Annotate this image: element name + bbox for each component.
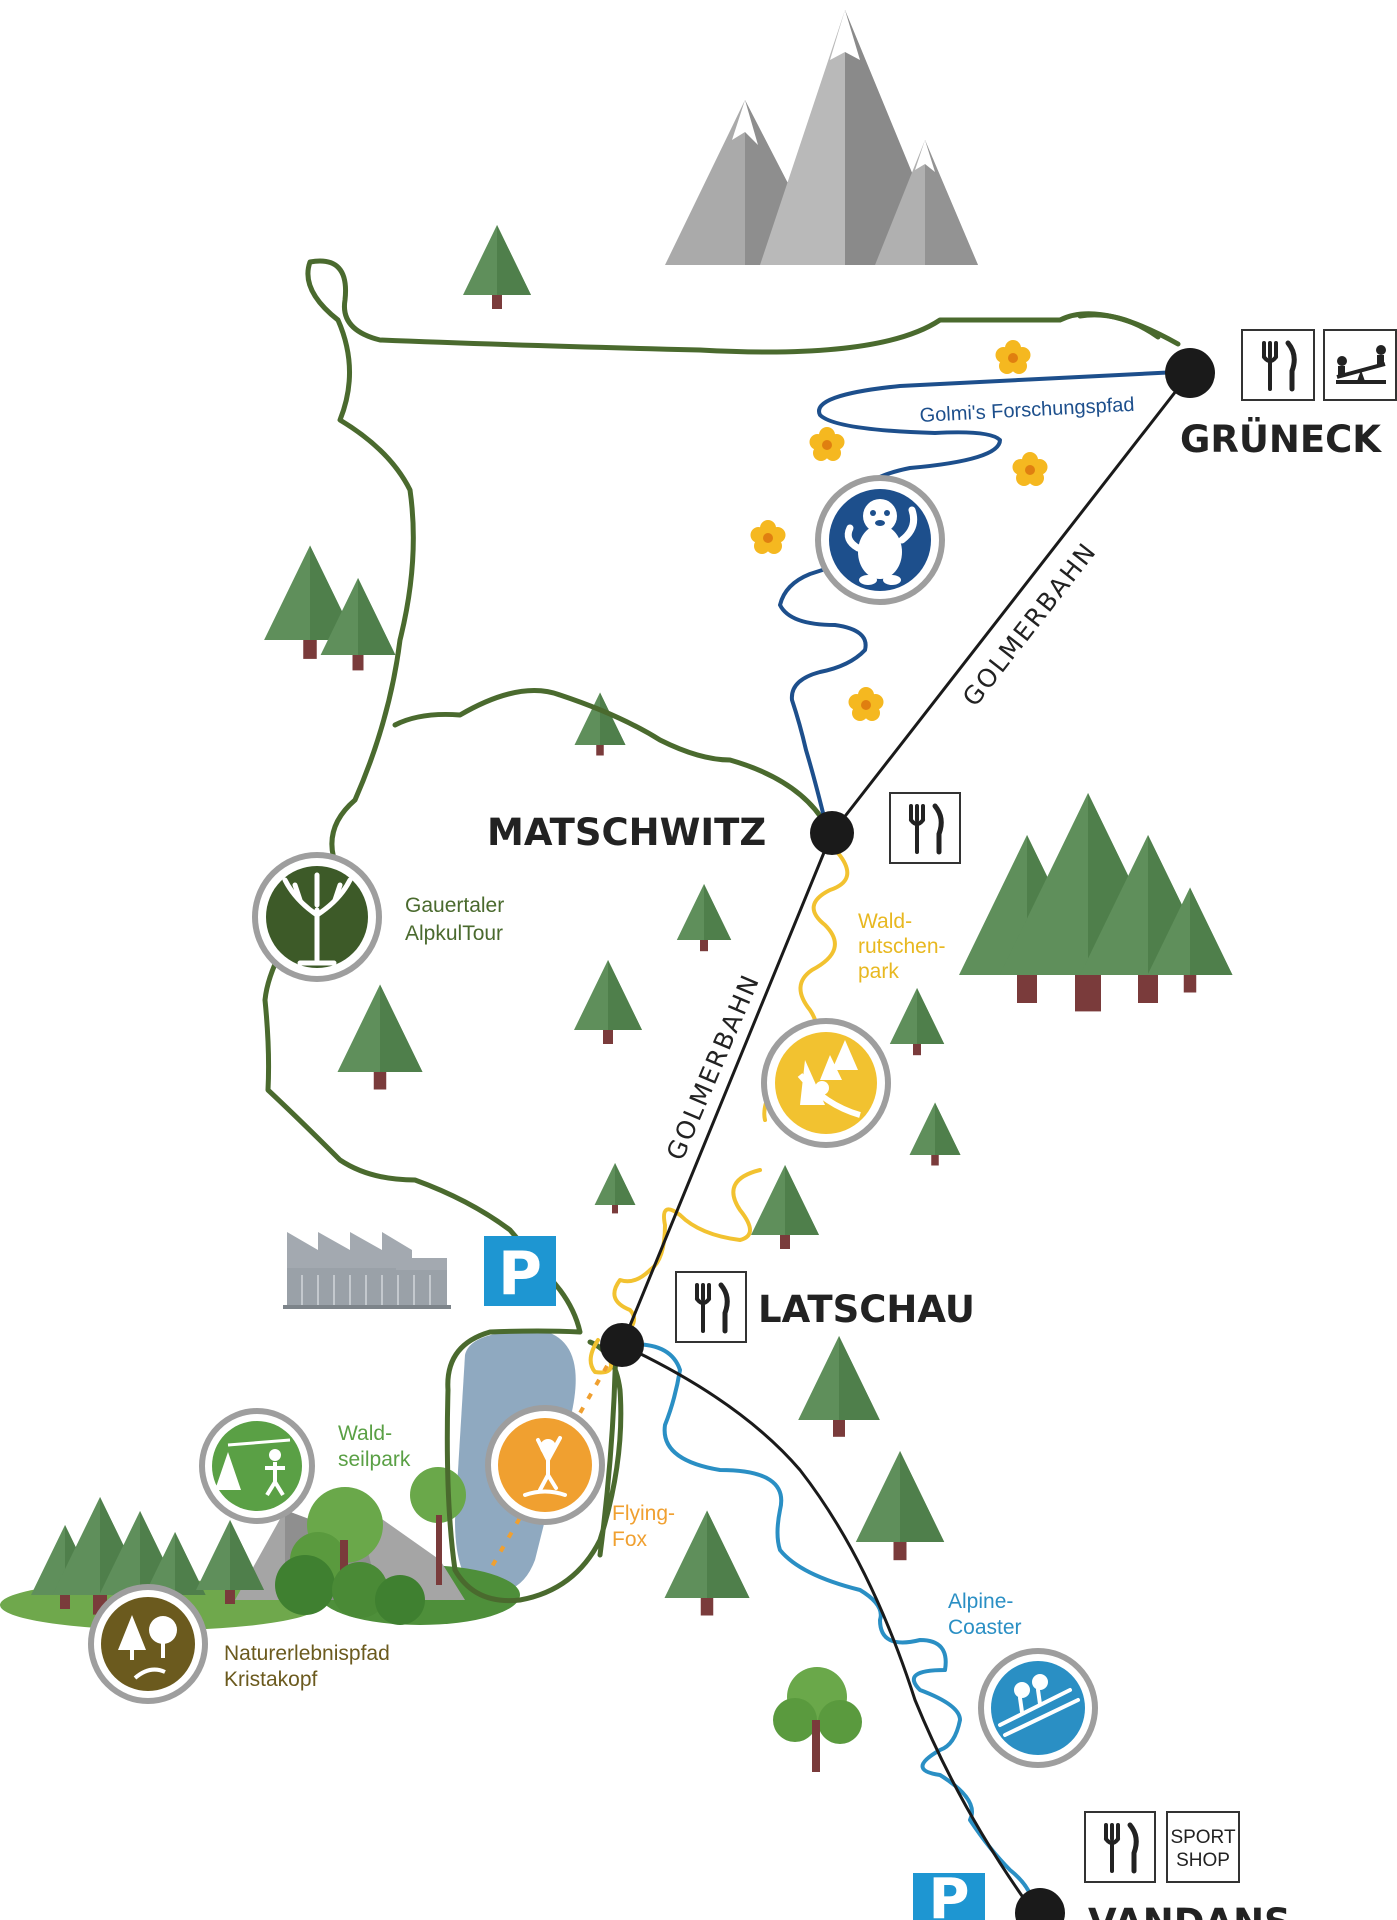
parking-latschau[interactable]: P bbox=[484, 1236, 556, 1309]
station-matschwitz-node[interactable] bbox=[810, 811, 854, 855]
station-vandans-node[interactable] bbox=[1015, 1888, 1065, 1920]
parking-vandans[interactable]: P bbox=[913, 1867, 985, 1920]
poi-label-alpinecoaster: Alpine- Coaster bbox=[948, 1590, 1022, 1639]
poi-naturerlebnispfad[interactable] bbox=[88, 1584, 208, 1704]
golmerbahn-lines bbox=[620, 372, 1192, 1911]
poi-label-naturerlebnispfad: Naturerlebnispfad Kristakopf bbox=[224, 1642, 396, 1691]
poi-alpkultour[interactable] bbox=[252, 852, 382, 982]
marmot-mascot-icon bbox=[844, 499, 918, 585]
station-label-latschau: LATSCHAU bbox=[758, 1288, 975, 1331]
vandans-restaurant[interactable] bbox=[1084, 1811, 1156, 1883]
grueneck-playground[interactable] bbox=[1323, 329, 1397, 401]
station-latschau-node[interactable] bbox=[600, 1323, 644, 1367]
latschau-restaurant[interactable] bbox=[675, 1271, 747, 1343]
parking-sign-vandans: P bbox=[928, 1867, 969, 1920]
flyingfox-line bbox=[488, 1351, 617, 1571]
nature-trail-icon bbox=[118, 1615, 177, 1680]
parking-sign-latschau: P bbox=[498, 1239, 542, 1309]
trees bbox=[264, 225, 1233, 1616]
matschwitz-restaurant[interactable] bbox=[889, 792, 961, 864]
alpinecoaster-trail bbox=[620, 1342, 1036, 1914]
zipline-rider-icon bbox=[523, 1436, 567, 1497]
lift-label-lower: GOLMERBAHN bbox=[661, 969, 766, 1164]
poi-golmi[interactable] bbox=[815, 475, 945, 605]
sportshop-label-line1: SPORT bbox=[1170, 1827, 1236, 1848]
playground-icon bbox=[1336, 345, 1386, 384]
vandans-sportshop[interactable]: SPORT SHOP bbox=[1166, 1811, 1240, 1883]
lift-label-upper: GOLMERBAHN bbox=[957, 537, 1103, 712]
poi-waldseilpark[interactable] bbox=[199, 1408, 315, 1524]
ropes-course-icon bbox=[215, 1438, 291, 1497]
factory-building bbox=[283, 1232, 451, 1309]
mountains bbox=[665, 10, 978, 265]
poi-label-flyingfox: Flying- Fox bbox=[612, 1502, 681, 1551]
poi-label-waldseilpark: Wald- seilpark bbox=[338, 1422, 411, 1471]
station-grueneck-node[interactable] bbox=[1165, 348, 1215, 398]
poi-waldrutschenpark[interactable] bbox=[761, 1018, 891, 1148]
round-tree bbox=[773, 1667, 862, 1772]
forschungspfad-trail bbox=[778, 370, 1180, 827]
poi-label-waldrutschenpark: Wald- rutschen- park bbox=[858, 910, 951, 983]
bare-tree-icon bbox=[282, 872, 353, 966]
forest-lower-left bbox=[0, 1467, 520, 1630]
grueneck-restaurant[interactable] bbox=[1241, 329, 1315, 401]
station-label-vandans: VANDANS bbox=[1088, 1901, 1291, 1920]
poi-flyingfox[interactable] bbox=[485, 1405, 605, 1525]
station-label-matschwitz: MATSCHWITZ bbox=[487, 811, 766, 854]
sportshop-label-line2: SHOP bbox=[1176, 1850, 1230, 1871]
trail-label-forschungspfad: Golmi's Forschungspfad bbox=[919, 394, 1135, 427]
poi-label-alpkultour: Gauertaler AlpkulTour bbox=[405, 894, 510, 945]
slide-icon bbox=[797, 1040, 861, 1118]
poi-alpinecoaster[interactable] bbox=[978, 1648, 1098, 1768]
station-label-grueneck: GRÜNECK bbox=[1180, 417, 1382, 461]
coaster-sled-icon bbox=[998, 1674, 1080, 1737]
